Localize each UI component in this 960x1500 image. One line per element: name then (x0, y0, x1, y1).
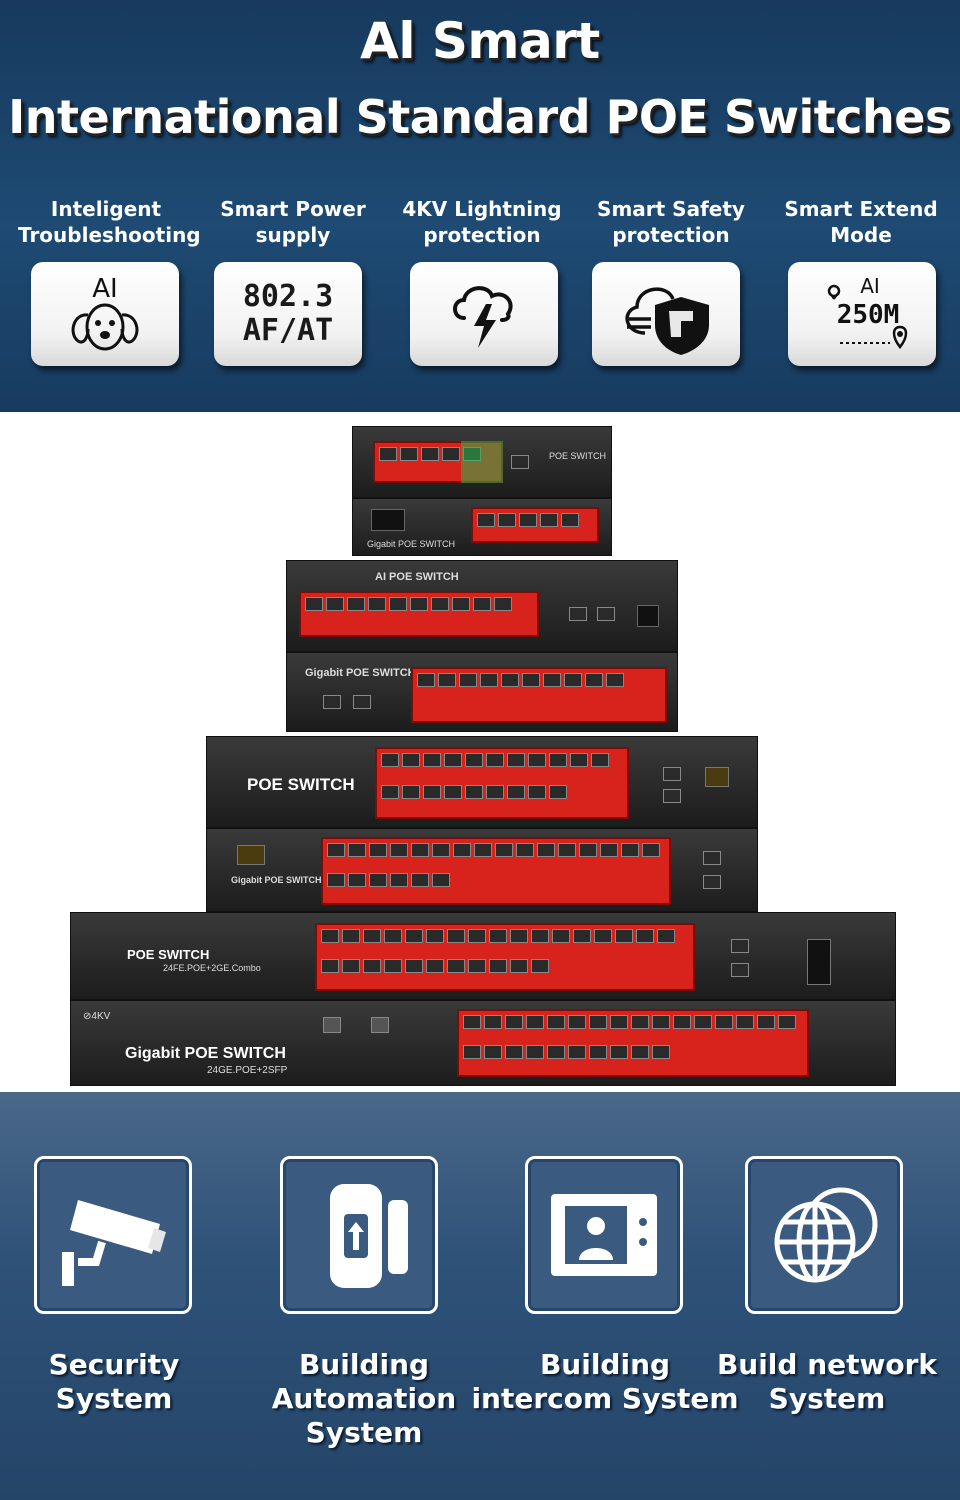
switch-6-ports (321, 837, 671, 905)
switch-6-uplink1 (703, 851, 721, 865)
switch-8-sfp1 (323, 1017, 341, 1033)
switch-3-lan1 (569, 607, 587, 621)
app-label-network: Build network System (716, 1348, 938, 1415)
switch-1-label: POE SWITCH (549, 451, 607, 461)
switch-3-ports (299, 591, 539, 637)
switch-7: POE SWITCH 24FE.POE+2GE.Combo (70, 912, 896, 1000)
headline-line2: International Standard POE Switches (8, 90, 952, 144)
app-box-automation (280, 1156, 438, 1314)
feature-box-lightning (410, 262, 558, 366)
switch-4-ports (411, 667, 667, 723)
video-intercom-icon (551, 1194, 657, 1276)
switch-8-sfp2 (371, 1017, 389, 1033)
feature-label-troubleshooting: Inteligent Troubleshooting (18, 197, 201, 247)
switch-5: POE SWITCH (206, 736, 758, 828)
switch-1-uplink-port (511, 455, 529, 469)
switch-7-sfp (807, 939, 831, 985)
switch-8: ⊘4KV Gigabit POE SWITCH 24GE.POE+2SFP (70, 1000, 896, 1086)
app-box-security (34, 1156, 192, 1314)
switch-8-model: 24GE.POE+2SFP (207, 1065, 288, 1076)
switch-7-combo1 (731, 939, 749, 953)
ai-text: AI (92, 274, 117, 304)
switch-3-lan2 (597, 607, 615, 621)
switch-7-ports (315, 923, 695, 991)
switch-5-label: POE SWITCH (247, 775, 355, 794)
feature-box-power-supply: 802.3 AF/AT (214, 262, 362, 366)
switch-stack-area: POE SWITCH Gigabit POE SWITCH AI POE SWI… (0, 412, 960, 1092)
switch-4-lan1 (323, 695, 341, 709)
switch-8-4kv-badge: ⊘4KV (83, 1011, 111, 1022)
app-box-intercom (525, 1156, 683, 1314)
location-distance-icon: AI 250M (827, 274, 908, 350)
switch-5-uplink1 (663, 767, 681, 781)
switch-3-sfp (637, 605, 659, 627)
standard-text: 802.3 AF/AT (243, 280, 333, 348)
feature-box-extend: AI 250M (788, 262, 936, 366)
ai-dog-icon: AI (71, 274, 139, 351)
switch-4-label: Gigabit POE SWITCH (305, 667, 416, 679)
switch-1-highlight (461, 441, 503, 483)
globe-network-icon (774, 1187, 878, 1283)
switch-4: Gigabit POE SWITCH (286, 652, 678, 732)
switch-6-sfp (237, 845, 265, 865)
extend-distance-text: 250M (837, 300, 900, 330)
switch-7-combo2 (731, 963, 749, 977)
switch-7-model: 24FE.POE+2GE.Combo (163, 963, 261, 973)
cloud-shield-icon (625, 287, 709, 355)
switch-2-sfp (371, 509, 405, 531)
switch-3-label: AI POE SWITCH (375, 571, 459, 583)
switch-2: Gigabit POE SWITCH (352, 498, 612, 556)
switch-5-ports (375, 747, 629, 819)
security-camera-icon (62, 1200, 166, 1286)
app-label-security: Security System (48, 1348, 180, 1415)
feature-box-troubleshooting: AI (31, 262, 179, 366)
cloud-lightning-icon (453, 286, 513, 348)
switch-8-label: Gigabit POE SWITCH (125, 1045, 286, 1062)
switch-7-label: POE SWITCH (127, 947, 210, 962)
feature-box-safety (592, 262, 740, 366)
door-sensor-icon (330, 1184, 408, 1288)
feature-label-power-supply: Smart Power supply (220, 197, 366, 247)
switch-2-label: Gigabit POE SWITCH (367, 539, 456, 549)
standard-line1: 802.3 (242, 279, 334, 314)
switch-5-uplink2 (663, 789, 681, 803)
switch-1: POE SWITCH (352, 426, 612, 498)
feature-label-extend: Smart Extend Mode (784, 197, 938, 247)
switch-6-label: Gigabit POE SWITCH (231, 875, 322, 885)
switch-8-ports (457, 1009, 809, 1077)
switch-6: Gigabit POE SWITCH (206, 828, 758, 912)
app-label-automation: Building Automation System (271, 1348, 457, 1449)
switch-5-sfp (705, 767, 729, 787)
app-box-network (745, 1156, 903, 1314)
feature-label-lightning: 4KV Lightning protection (402, 197, 562, 247)
top-banner: Al Smart International Standard POE Swit… (0, 0, 960, 412)
headline-line1: Al Smart (360, 12, 600, 70)
switch-3: AI POE SWITCH (286, 560, 678, 652)
switch-2-ports (471, 507, 599, 543)
standard-line2: AF/AT (242, 313, 334, 348)
switch-6-uplink2 (703, 875, 721, 889)
switch-4-lan2 (353, 695, 371, 709)
extend-ai-text: AI (860, 274, 880, 298)
app-label-intercom: Building intercom System (471, 1348, 739, 1415)
feature-label-safety: Smart Safety protection (597, 197, 745, 247)
